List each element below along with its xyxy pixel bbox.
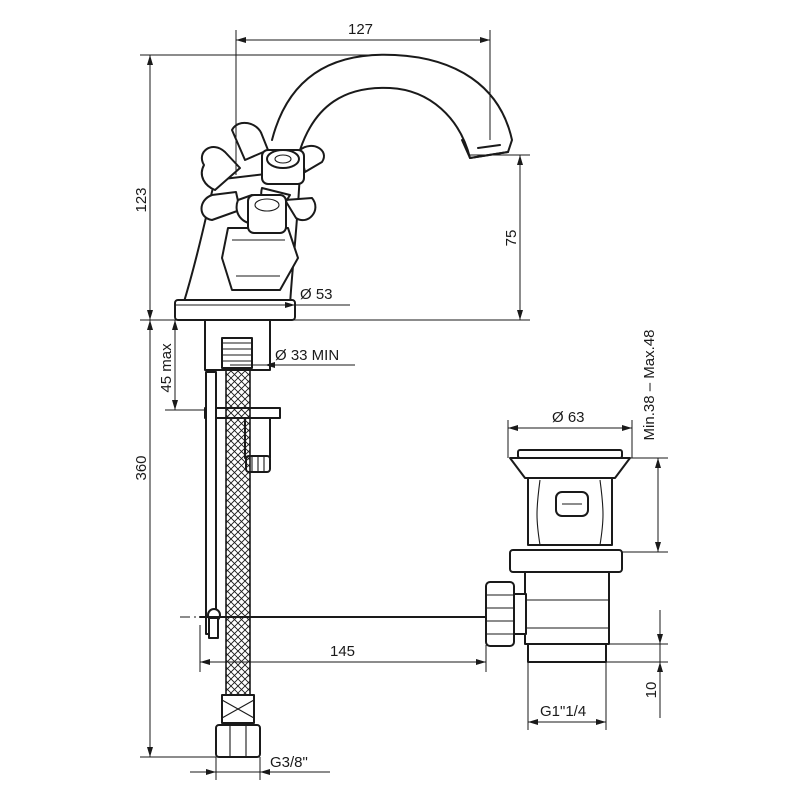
label-max-thickness: 45 max bbox=[158, 343, 175, 393]
lift-rod bbox=[205, 371, 217, 635]
label-waste-thread: G1"1/4 bbox=[540, 703, 586, 720]
waste-plug bbox=[517, 449, 623, 459]
label-base-diameter: Ø 53 bbox=[300, 286, 333, 303]
braided-hose bbox=[225, 369, 251, 701]
valve-cap bbox=[247, 194, 287, 234]
label-rod-length: 145 bbox=[330, 643, 355, 660]
waste-backnut bbox=[509, 549, 623, 573]
pop-up-waste bbox=[485, 449, 631, 663]
dimension-labels: 127 123 75 Ø 53 Ø 33 MIN 45 max 360 145 … bbox=[133, 21, 660, 771]
rod-connector bbox=[485, 581, 515, 647]
dimension-lines bbox=[140, 30, 668, 780]
label-hole-diameter: Ø 33 MIN bbox=[275, 347, 339, 364]
waste-body-lower bbox=[524, 571, 610, 645]
spout bbox=[271, 53, 513, 159]
label-waste-range: Min.38 – Max.48 bbox=[641, 330, 658, 441]
label-waste-offset: 10 bbox=[643, 682, 660, 699]
label-overall-height: 123 bbox=[133, 187, 150, 212]
lower-nut bbox=[221, 227, 299, 291]
waste-tail bbox=[527, 643, 607, 663]
hose-nut bbox=[215, 724, 261, 758]
label-waste-diameter: Ø 63 bbox=[552, 409, 585, 426]
spout-tip bbox=[461, 139, 509, 159]
label-spout-height: 75 bbox=[503, 230, 520, 247]
fixing-assembly bbox=[204, 319, 281, 758]
label-spout-reach: 127 bbox=[348, 21, 373, 38]
base-plate bbox=[174, 299, 296, 321]
label-hose-length: 360 bbox=[133, 455, 150, 480]
waste-flange bbox=[509, 457, 631, 479]
faucet-body bbox=[174, 53, 513, 321]
label-hose-thread: G3/8" bbox=[270, 754, 308, 771]
